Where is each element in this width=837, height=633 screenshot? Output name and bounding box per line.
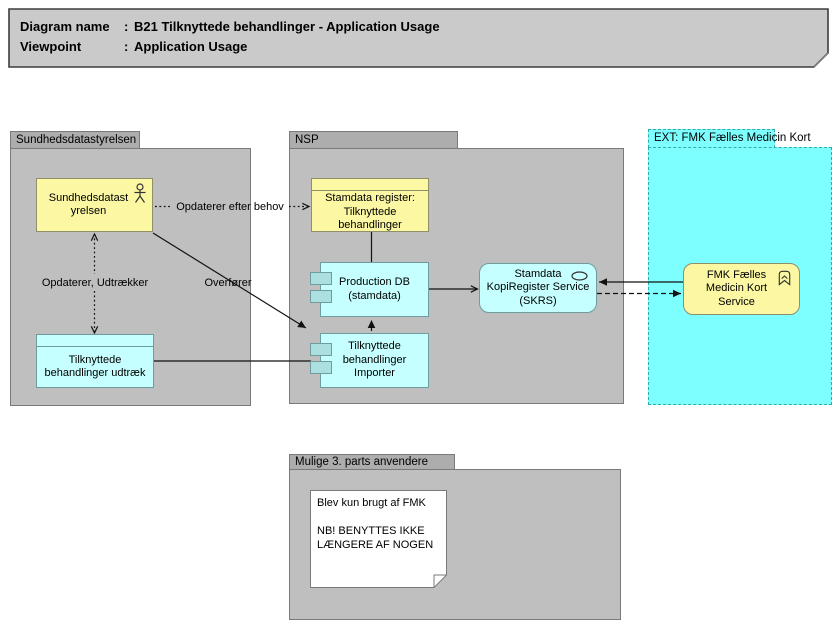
actor-icon: [133, 183, 147, 204]
note-fmk-usage[interactable]: Blev kun brugt af FMK NB! BENYTTES IKKE …: [310, 490, 447, 588]
service-ellipse-icon: [571, 271, 588, 281]
group-label: Mulige 3. parts anvendere: [295, 456, 428, 468]
node-label: Tilknyttede behandlinger Importer: [342, 340, 407, 380]
title-label: Diagram name: [20, 19, 110, 34]
title-text: Diagram name : B21 Tilknyttede behandlin…: [20, 17, 440, 57]
note-text: Blev kun brugt af FMK NB! BENYTTES IKKE …: [317, 496, 440, 566]
relation-label-opdaterer-udtraekker: Opdaterer, Udtrækker: [41, 277, 149, 289]
group-tab-sundhedsdatastyrelsen[interactable]: Sundhedsdatastyrelsen: [10, 131, 140, 149]
node-label: Tilknyttede behandlinger udtræk: [44, 353, 146, 380]
group-tab-nsp[interactable]: NSP: [289, 131, 458, 149]
title-row-diagram-name: Diagram name : B21 Tilknyttede behandlin…: [20, 17, 440, 37]
node-skrs-service[interactable]: Stamdata KopiRegister Service (SKRS): [479, 263, 597, 313]
group-tab-ext-fmk[interactable]: EXT: FMK Fælles Medicin Kort: [648, 129, 811, 148]
note-shape: [310, 490, 447, 588]
node-label: Production DB (stamdata): [339, 276, 410, 302]
title-label: Viewpoint: [20, 39, 82, 54]
node-label: Stamdata KopiRegister Service (SKRS): [486, 267, 590, 307]
node-stamdata-register[interactable]: Stamdata register: Tilknyttede behandlin…: [311, 178, 429, 232]
node-label: Sundhedsdatast yrelsen: [48, 191, 129, 218]
title-separator: :: [124, 39, 129, 54]
group-label: EXT: FMK Fælles Medicin Kort: [654, 132, 811, 144]
title-value: Application Usage: [134, 39, 248, 54]
title-value: B21 Tilknyttede behandlinger - Applicati…: [134, 19, 440, 34]
component-port-icon: [310, 361, 332, 374]
node-udtraek[interactable]: Tilknyttede behandlinger udtræk: [36, 334, 154, 388]
component-port-icon: [310, 290, 332, 303]
relation-label-overfoerer: Overfører: [204, 277, 252, 289]
group-label: Sundhedsdatastyrelsen: [16, 134, 137, 146]
title-separator: :: [124, 19, 129, 34]
note-line-1: Blev kun brugt af FMK: [317, 497, 426, 509]
bookmark-chevron-icon: [776, 269, 793, 286]
relation-label-opdaterer-efter-behov: Opdaterer efter behov: [176, 201, 284, 213]
component-port-icon: [310, 272, 332, 285]
object-top-bar: [37, 335, 153, 347]
node-production-db[interactable]: Production DB (stamdata): [310, 262, 429, 317]
group-tab-third-party[interactable]: Mulige 3. parts anvendere: [289, 454, 455, 470]
title-note-shape: [8, 8, 829, 68]
node-fmk-service[interactable]: FMK Fælles Medicin Kort Service: [683, 263, 800, 315]
component-port-icon: [310, 343, 332, 356]
note-line-2: NB! BENYTTES IKKE LÆNGERE AF NOGEN: [317, 525, 434, 551]
title-note[interactable]: Diagram name : B21 Tilknyttede behandlin…: [8, 8, 829, 68]
node-importer[interactable]: Tilknyttede behandlinger Importer: [310, 333, 429, 388]
group-body-ext-fmk[interactable]: [648, 147, 832, 405]
title-row-viewpoint: Viewpoint : Application Usage: [20, 37, 440, 57]
node-label: FMK Fælles Medicin Kort Service: [705, 268, 768, 308]
node-actor-sundhedsdatastyrelsen[interactable]: Sundhedsdatast yrelsen: [36, 178, 153, 232]
node-label: Stamdata register: Tilknyttede behandlin…: [325, 192, 415, 231]
group-label: NSP: [295, 134, 319, 146]
object-top-bar: [312, 179, 428, 191]
